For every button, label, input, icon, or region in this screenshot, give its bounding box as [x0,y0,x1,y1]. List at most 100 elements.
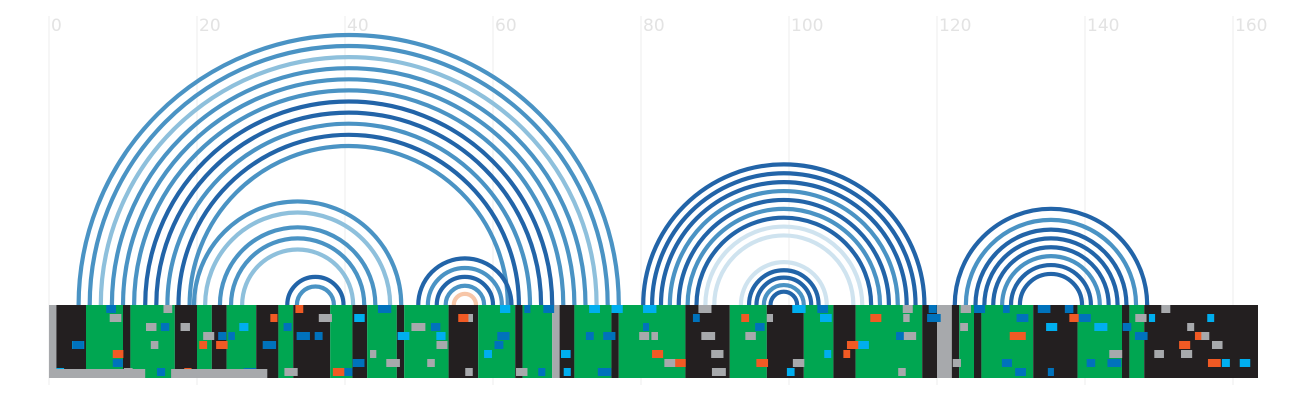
arc [650,171,918,306]
arc [1017,271,1085,306]
track-mark [792,305,806,313]
track-mark [1211,341,1223,349]
arc [963,217,1139,306]
arc [98,55,599,306]
track-mark [1064,305,1074,313]
track-mark [846,341,860,349]
x-tick-label: 120 [939,16,971,36]
track-mark [585,332,594,340]
track-mark [1069,314,1079,322]
arc [434,274,496,306]
track-mark [701,332,716,340]
x-tick-label: 160 [1235,16,1267,36]
track-mark [745,332,756,340]
track-mark [499,305,511,313]
track-mark [843,350,851,358]
track-mark [960,305,972,313]
track-segment [367,305,397,378]
x-tick-label: 20 [199,16,221,36]
track-mark [430,323,441,331]
track-mark [386,359,400,367]
arc [991,245,1111,306]
arc [120,77,577,306]
track-segment [522,305,553,378]
arc [240,247,356,306]
track-segment [974,305,982,378]
track-mark [262,341,277,349]
track-mark [270,314,278,322]
track-mark [296,332,310,340]
x-tick-label: 40 [347,16,369,36]
track-mark [643,305,657,313]
arc [451,291,479,306]
track-mark [1016,314,1029,322]
arc [658,180,909,306]
track-segment [922,305,937,378]
track-mark [411,323,426,331]
track-mark [109,314,122,322]
track-mark [494,341,504,349]
track-mark [1135,314,1147,322]
track-mark [171,369,268,378]
track-segment [174,305,197,378]
arc [87,43,610,306]
track-segment [515,305,523,378]
track-mark [458,314,469,322]
track-mark [218,332,227,340]
track-segment [959,305,974,378]
arc [416,256,514,306]
track-mark [203,332,215,340]
track-mark [756,359,769,367]
arc [746,268,821,306]
arc [443,283,487,306]
track-mark [903,314,910,322]
track-segment [951,305,960,378]
track-mark [664,359,678,367]
track-mark [817,305,829,313]
arc [685,206,883,306]
arc [1000,254,1102,306]
track-segment [1144,305,1258,378]
track-mark [786,368,795,376]
track-mark [370,350,377,358]
track-mark [1086,359,1096,367]
track-mark [639,332,650,340]
track-mark [563,368,571,376]
track-mark [377,305,392,313]
track-mark [902,305,913,313]
track-mark [1122,323,1132,331]
track-mark [1109,350,1123,358]
arc [641,162,927,306]
arc [187,143,510,306]
x-tick-label: 0 [51,16,62,36]
arc [203,210,393,306]
track-segment [1129,305,1145,378]
track-segment [226,305,257,378]
track-mark [1207,314,1215,322]
track-mark [792,359,805,367]
track-mark [692,314,700,322]
arc [154,110,544,306]
arc [176,132,521,306]
track-mark [1134,332,1148,340]
track-mark [560,350,571,358]
track-mark [283,323,292,331]
track-mark [903,332,917,340]
track-mark [1046,323,1058,331]
track-mark [427,359,435,367]
track-mark [1187,323,1195,331]
track-mark [1201,332,1210,340]
track-mark [145,323,157,331]
track-mark [928,305,937,313]
track-mark [820,314,832,322]
track-segment [1122,305,1130,378]
track-segment [574,305,612,378]
track-segment [833,305,856,378]
track-mark [1012,332,1026,340]
track-mark [524,305,531,313]
track-segment [123,305,131,378]
track-mark [228,332,235,340]
track-mark [1009,332,1019,340]
track-mark [49,369,146,378]
